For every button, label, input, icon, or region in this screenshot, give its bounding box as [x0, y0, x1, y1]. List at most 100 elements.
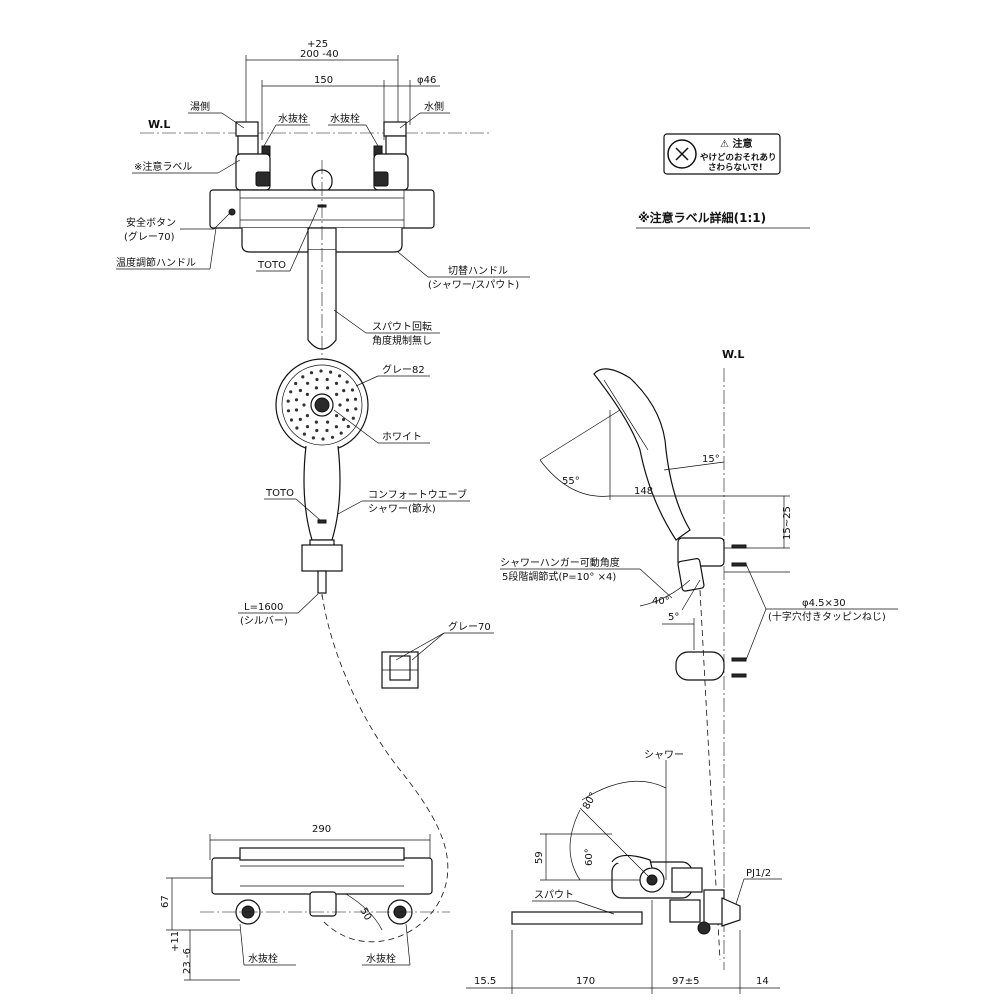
- nozzle-dot: [305, 414, 309, 418]
- label-temp-handle: 温度調節ハンドル: [116, 256, 196, 269]
- nozzle-dot: [305, 425, 310, 429]
- dim-h-15-25: 15~25: [782, 506, 793, 540]
- nozzle-dot: [286, 399, 290, 403]
- bottom-front-view: 290 67 +11 23 -6 50 水抜栓 水抜栓: [160, 824, 450, 981]
- caution-line2: さわらないで!: [708, 163, 763, 173]
- nozzle-dot: [330, 435, 335, 439]
- nozzle-dot: [325, 428, 329, 433]
- label-spout-rotation-sub: 角度規制無し: [372, 334, 432, 347]
- label-hanger-steps: 5段階調節式(P=10° ×4): [502, 570, 616, 583]
- nozzle-dot: [311, 436, 315, 440]
- side-view-shower: W.L 55° 15° 148 15~25 シャワーハンガー可動角度 5段階調節…: [500, 348, 898, 970]
- caution-line1: やけどのおそれあり: [700, 152, 777, 163]
- dim-h-59: 59: [534, 851, 545, 864]
- label-comfort-wave: コンフォートウエーブ: [368, 488, 467, 501]
- hanger-part: グレー70: [381, 620, 494, 689]
- label-shower-save: シャワー(節水): [368, 502, 436, 515]
- nozzle-dot: [301, 375, 305, 379]
- nozzle-dot: [338, 403, 342, 407]
- nozzle-dot: [298, 388, 302, 393]
- nozzle-dot: [338, 374, 342, 378]
- dim-h-23: 23 -6: [182, 948, 193, 974]
- dim-dia-46: φ46: [417, 75, 436, 86]
- nozzle-dot: [289, 390, 293, 394]
- label-drain-plug-b: 水抜栓: [330, 112, 360, 125]
- nozzle-dot: [294, 398, 299, 402]
- nozzle-dot: [342, 417, 346, 422]
- shower-head-front: [275, 358, 369, 594]
- label-toto-head: TOTO: [265, 488, 294, 499]
- shower-labels: グレー82 ホワイト TOTO コンフォートウエーブ シャワー(節水) L=16…: [238, 363, 470, 627]
- nozzle-dot: [295, 426, 299, 430]
- label-drain-plug-a: 水抜栓: [278, 112, 308, 125]
- nozzle-dot: [335, 414, 339, 418]
- dim-angle-80: 80°: [581, 791, 599, 812]
- label-drain-bottom-b: 水抜栓: [366, 952, 396, 965]
- caution-label-detail: ⚠ 注意 やけどのおそれあり さわらないで! ※注意ラベル詳細(1:1): [636, 133, 810, 229]
- nozzle-dot: [345, 380, 349, 384]
- nozzle-dot: [309, 371, 314, 375]
- nozzle-dot: [321, 437, 325, 441]
- top-dimensions: +25 200 -40 150 φ46: [245, 39, 440, 140]
- label-switch-handle-sub: (シャワー/スパウト): [428, 279, 519, 291]
- dim-width-290: 290: [312, 824, 331, 835]
- nozzle-dot: [302, 403, 306, 407]
- top-left-labels: 湯側 水抜栓 水抜栓 水側 ※注意ラベル 安全ボタン (グレー70) 温度調節ハ…: [116, 100, 450, 272]
- label-cold-side: 水側: [424, 100, 444, 113]
- dim-h-67: 67: [160, 895, 171, 908]
- nozzle-dot: [334, 381, 339, 385]
- nozzle-dot: [306, 381, 310, 385]
- nozzle-dot: [294, 408, 299, 412]
- label-shower: シャワー: [644, 750, 684, 761]
- nozzle-dot: [326, 420, 330, 424]
- nozzle-dot: [286, 409, 291, 413]
- label-hose-len: L=1600: [244, 602, 283, 613]
- label-drain-bottom-a: 水抜栓: [248, 952, 278, 965]
- nozzle-dot: [314, 420, 318, 424]
- dim-center-97: 97±5: [672, 976, 699, 987]
- label-pj: PJ1/2: [746, 868, 771, 879]
- dim-spout-proj: 15.5: [474, 976, 496, 987]
- nozzle-dot: [289, 418, 294, 422]
- label-gray70: グレー70: [448, 620, 491, 633]
- dim-len-148: 148: [634, 486, 653, 497]
- dim-angle-15: 15°: [702, 454, 720, 465]
- nozzle-dot: [346, 424, 350, 429]
- label-toto-top: TOTO: [257, 260, 286, 271]
- label-caution-label: ※注意ラベル: [134, 160, 192, 173]
- label-spout: スパウト: [534, 889, 574, 901]
- label-spout-rotation: スパウト回転: [372, 321, 432, 333]
- wl-right-label: W.L: [722, 348, 744, 361]
- dim-width-150: 150: [314, 75, 333, 86]
- label-hose-color: (シルバー): [240, 615, 288, 627]
- dim-angle-40: 40°: [652, 596, 670, 607]
- dim-angle-50: 50: [357, 906, 373, 923]
- dim-spout-170: 170: [576, 976, 595, 987]
- dim-wall-14: 14: [756, 976, 769, 987]
- nozzle-dot: [345, 398, 350, 402]
- nozzle-dot: [335, 392, 339, 396]
- nozzle-dot: [298, 417, 302, 421]
- nozzle-dot: [354, 407, 358, 411]
- dim-width-200: 200 -40: [300, 49, 339, 60]
- label-safety-button-color: (グレー70): [124, 230, 175, 243]
- nozzle-dot: [339, 431, 343, 435]
- caution-title: ⚠ 注意: [720, 137, 752, 150]
- nozzle-dot: [329, 370, 333, 374]
- label-hot-side: 湯側: [190, 100, 210, 113]
- nozzle-dot: [302, 432, 306, 436]
- label-screw-sub: (十字穴付きタッピンねじ): [768, 610, 886, 623]
- dim-tol-11: +11: [170, 931, 181, 952]
- nozzle-dot: [353, 397, 358, 401]
- wl-left-label: W.L: [148, 118, 170, 131]
- label-white: ホワイト: [382, 431, 422, 443]
- dim-angle-60: 60°: [584, 848, 595, 866]
- nozzle-dot: [294, 381, 298, 386]
- faucet-top-view: [209, 121, 435, 600]
- label-hanger-angle: シャワーハンガー可動角度: [500, 556, 620, 569]
- bottom-side-view: シャワー 80° 60° 59 スパウト PJ1/2 15.5 170 97±5…: [466, 750, 782, 994]
- nozzle-dot: [342, 389, 346, 393]
- nozzle-dot: [315, 377, 319, 382]
